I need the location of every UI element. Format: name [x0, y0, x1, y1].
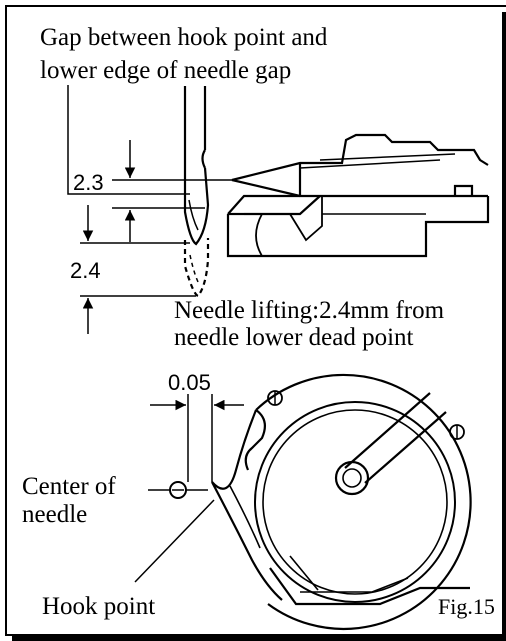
gap-title-line1: Gap between hook point and [40, 24, 328, 51]
needle-lift-line2: needle lower dead point [174, 324, 414, 351]
gap-title-leader [67, 85, 190, 195]
frame-shadow-bottom [12, 636, 506, 641]
figure-frame [5, 5, 506, 636]
hook-point-leader [134, 499, 215, 583]
center-of-needle-line1: Center of [22, 473, 116, 500]
needle-lift-line1: Needle lifting:2.4mm from [174, 297, 445, 324]
dimension-2-4-label: 2.4 [70, 258, 101, 283]
dimension-2-3-label: 2.3 [73, 170, 104, 195]
needle-upper [183, 86, 210, 298]
figure-label: Fig.15 [438, 594, 495, 619]
dimension-0-05 [150, 394, 244, 482]
rotary-hook [211, 373, 472, 631]
hook-side-view [226, 133, 490, 258]
dimension-0-05-label: 0.05 [168, 370, 211, 395]
dimension-2-3 [112, 140, 232, 242]
needle-center-marker [148, 481, 208, 499]
center-of-needle-line2: needle [22, 501, 87, 528]
hook-point-label: Hook point [42, 593, 155, 620]
gap-title-line2: lower edge of needle gap [40, 57, 291, 84]
dimension-2-4 [80, 205, 196, 334]
frame-shadow-right [502, 12, 506, 641]
